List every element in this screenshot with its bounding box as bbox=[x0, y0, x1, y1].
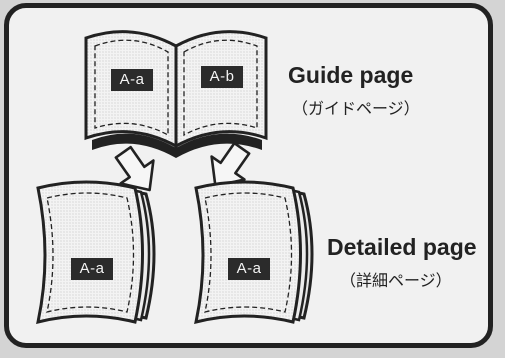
detailed-left-tag: A-a bbox=[71, 258, 113, 280]
page-icon bbox=[194, 180, 314, 325]
detailed-right-tag: A-a bbox=[228, 258, 270, 280]
guide-right-tag: A-b bbox=[201, 66, 243, 88]
guide-left-tag: A-a bbox=[111, 69, 153, 91]
arrow-down-left-icon bbox=[114, 145, 155, 192]
guide-page-title: Guide page bbox=[288, 62, 414, 88]
open-book-icon bbox=[84, 30, 268, 158]
detailed-page-title: Detailed page bbox=[327, 234, 477, 260]
detailed-page-subtitle: （詳細ページ） bbox=[340, 271, 452, 290]
page-icon bbox=[36, 180, 156, 325]
guide-page-subtitle: （ガイドページ） bbox=[292, 99, 420, 118]
